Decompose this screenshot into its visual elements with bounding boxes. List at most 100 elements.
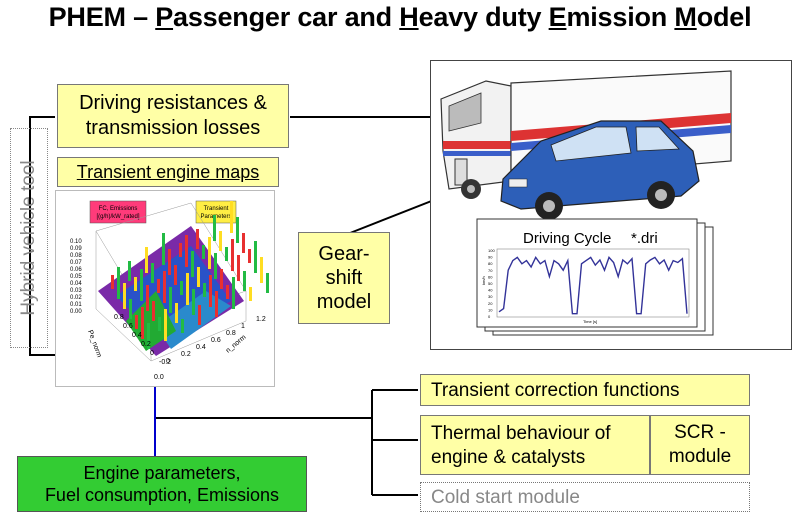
spike	[140, 269, 143, 301]
transient-correction-box: Transient correction functions	[420, 374, 750, 406]
spike	[192, 289, 195, 315]
right-tick: 0	[166, 358, 170, 365]
spike	[111, 275, 114, 289]
page-title: PHEM – Passenger car and Heavy duty Emis…	[48, 2, 752, 32]
legend-right-line1: Transient	[204, 206, 229, 212]
spike	[146, 285, 149, 311]
vehicles-illustration: Driving Cycle *.dri 10090807060504030201…	[440, 70, 732, 336]
left-tick: 0.2	[141, 341, 151, 348]
cycle-y-tick: 80	[488, 261, 493, 266]
spike	[226, 285, 229, 299]
spike	[213, 215, 216, 241]
axis-label-pe-norm: Pe_norm	[86, 329, 102, 358]
spike	[209, 275, 212, 307]
driving-cycle-ext: *.dri	[631, 230, 658, 247]
cycle-y-tick: 90	[488, 255, 493, 260]
cycle-y-tick: 40	[488, 288, 493, 293]
legend-left-line2: [(g/h)/kW_rated]	[96, 214, 139, 220]
cycle-y-tick: 0	[488, 314, 491, 319]
hybrid-vehicle-tool-label: Hybrid vehicle tool	[10, 128, 48, 348]
cycle-y-label: km/h	[481, 276, 486, 285]
z-tick: 0.03	[70, 288, 82, 294]
right-tick: 0.2	[181, 351, 191, 358]
z-tick: 0.04	[70, 281, 82, 287]
right-tick: 1	[241, 323, 245, 330]
spike	[220, 269, 223, 289]
cycle-y-tick: 50	[488, 281, 493, 286]
right-tick: 1.2	[256, 316, 266, 323]
driving-resistances-box: Driving resistances &transmission losses	[57, 84, 289, 148]
z-tick: 0.09	[70, 246, 82, 252]
engine-map-panel: FC, Emissions [(g/h)/kW_rated] Transient…	[55, 190, 275, 387]
spike	[162, 233, 165, 265]
spike	[248, 249, 251, 263]
spike	[163, 271, 166, 303]
z-tick: 0.10	[70, 239, 82, 245]
spike	[198, 305, 201, 325]
spike	[202, 245, 205, 259]
z-tick: 0.06	[70, 267, 82, 273]
spike	[164, 309, 167, 341]
spike	[168, 249, 171, 275]
spike	[186, 273, 189, 305]
right-tick: 0.4	[196, 344, 206, 351]
spike	[169, 287, 172, 313]
spike	[260, 257, 263, 283]
spike	[197, 267, 200, 287]
spike	[135, 315, 138, 329]
spike	[123, 283, 126, 309]
spike	[214, 253, 217, 279]
spike	[208, 237, 211, 269]
engine-parameters-box: Engine parameters,Fuel consumption, Emis…	[17, 456, 307, 512]
car-icon	[500, 120, 700, 220]
spike	[254, 241, 257, 273]
spike	[151, 263, 154, 283]
spike	[129, 299, 132, 319]
spike	[180, 281, 183, 295]
cycle-y-tick: 100	[488, 248, 495, 253]
spike	[232, 277, 235, 309]
transient-engine-maps-box: Transient engine maps	[57, 157, 279, 187]
spike	[242, 233, 245, 253]
spike	[225, 247, 228, 261]
z-tick: 0.07	[70, 260, 82, 266]
cold-start-module-box: Cold start module	[420, 482, 750, 512]
driving-cycle-curve	[498, 256, 688, 315]
bottom-tick: 0.0	[154, 374, 164, 381]
left-tick: -0.2	[159, 359, 171, 366]
cycle-y-tick: 30	[488, 294, 493, 299]
z-tick: 0.00	[70, 309, 82, 315]
spike	[157, 279, 160, 293]
engine-map-3d-plot: FC, Emissions [(g/h)/kW_rated] Transient…	[70, 200, 269, 381]
spike	[230, 201, 233, 233]
transient-parameter-spikes	[111, 201, 269, 349]
spike	[203, 283, 206, 297]
cycle-y-tick: 60	[488, 274, 493, 279]
spike	[236, 217, 239, 243]
cycle-y-tick: 20	[488, 301, 493, 306]
left-tick: 0	[150, 350, 154, 357]
spike	[191, 251, 194, 277]
spike	[175, 303, 178, 323]
legend-left-line1: FC, Emissions	[99, 206, 138, 212]
spike	[174, 265, 177, 285]
spike	[215, 291, 218, 317]
spike	[128, 261, 131, 281]
spike	[117, 267, 120, 299]
spike	[266, 273, 269, 293]
spike	[134, 277, 137, 291]
spike	[243, 271, 246, 291]
cycle-y-tick: 70	[488, 268, 493, 273]
z-tick: 0.02	[70, 295, 82, 301]
spike	[185, 235, 188, 267]
cycle-sheet-front	[476, 218, 698, 328]
spike	[158, 317, 161, 331]
z-tick: 0.01	[70, 302, 82, 308]
spike	[145, 247, 148, 273]
spike	[141, 307, 144, 339]
right-tick: 0.8	[226, 330, 236, 337]
spike	[196, 229, 199, 249]
